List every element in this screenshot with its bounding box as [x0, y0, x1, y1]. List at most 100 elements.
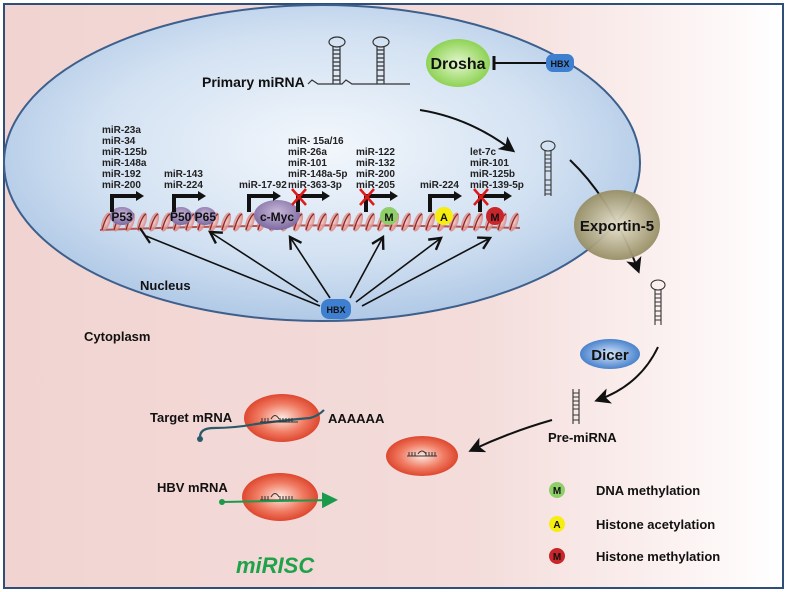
- promoter-group: P53miR-23amiR-34miR-125bmiR-148amiR-192m…: [102, 125, 524, 230]
- mirna-label: miR-101: [470, 158, 509, 169]
- legend-swatch: [549, 548, 565, 564]
- hbv-mrna-cap: [219, 499, 225, 505]
- dna-coil: [221, 213, 231, 231]
- mirna-duplex-icon: [572, 389, 580, 424]
- mirna-label: miR-224: [164, 180, 203, 191]
- blocked-x-icon: [359, 188, 375, 206]
- promoter-3: miR- 15a/16miR-26amiR-101miR-148a-5pmiR-…: [288, 136, 347, 212]
- factor-label: c-Myc: [260, 210, 294, 224]
- mirna-label: miR-139-5p: [470, 180, 524, 191]
- transcription-start-arrow: [110, 194, 138, 212]
- dna-coil: [473, 213, 483, 231]
- mirna-label: miR-143: [164, 169, 203, 180]
- hbx-nuclear-label: HBX: [326, 305, 345, 315]
- factor-label: M: [384, 212, 393, 224]
- dna-coil: [509, 213, 519, 231]
- mirna-label: miR-148a: [102, 158, 147, 169]
- dna-coil: [353, 213, 363, 231]
- factor-label: M: [490, 212, 499, 224]
- legend-swatch: [549, 516, 565, 532]
- mirisc-label: miRISC: [236, 553, 315, 578]
- dna-coil: [413, 213, 423, 231]
- hbx-regulation-arrows: [139, 227, 493, 307]
- cytoplasm-label: Cytoplasm: [84, 329, 150, 344]
- mirna-label: miR-34: [102, 136, 136, 147]
- dna-coil: [329, 213, 339, 231]
- c-myc-factor: [254, 200, 300, 230]
- promoter-0: P53miR-23amiR-34miR-125bmiR-148amiR-192m…: [102, 125, 147, 225]
- transcription-start-arrow: [172, 194, 200, 212]
- legend-symbol: M: [553, 486, 561, 497]
- processing-arrow: [419, 109, 516, 153]
- p53-factor: [110, 207, 134, 225]
- mirna-label: miR-125b: [470, 169, 515, 180]
- target-mrna-label: Target mRNA: [150, 410, 233, 425]
- dicer-arrow: [594, 346, 659, 404]
- target-risc-mirna-icon: [260, 415, 298, 423]
- dna-coil: [137, 213, 147, 231]
- dicer-label: Dicer: [591, 347, 629, 364]
- dna-coil: [149, 213, 159, 231]
- factor-label: P50 P65: [170, 210, 216, 224]
- transcription-start-arrow: [428, 194, 456, 212]
- hbx-to-p65-arrow: [207, 230, 319, 303]
- hbx-to-acetylation-arrow: [355, 236, 443, 303]
- primary-mirna-label: Primary miRNA: [202, 74, 305, 90]
- target-mrna-strand: [198, 409, 325, 438]
- dicer-enzyme: [580, 339, 640, 369]
- mirna-label: miR- 15a/16: [288, 136, 344, 147]
- histone-acetylation-mark: [435, 207, 453, 225]
- promoter-2: c-Myc miR-17-92: [239, 180, 300, 230]
- hbv-mrna-strand: [221, 492, 338, 509]
- mirna-label: miR-148a-5p: [288, 169, 347, 180]
- poly-a-tail-label: AAAAAA: [328, 411, 385, 426]
- dna-coil: [317, 213, 327, 231]
- legend-swatch: [549, 482, 565, 498]
- transcription-arrowhead: [454, 191, 462, 201]
- mirna-label: miR-132: [356, 158, 395, 169]
- p65-factor: [194, 207, 216, 225]
- mirna-label: miR-122: [356, 147, 395, 158]
- nuclear-pre-mirna-icon: [540, 140, 556, 196]
- hbv-mrna-label: HBV mRNA: [157, 480, 228, 495]
- risc-loading-arrow: [468, 419, 553, 453]
- dna-coil: [233, 213, 243, 231]
- p53-inhibition-bar: [139, 227, 151, 244]
- drosha-enzyme: [426, 39, 490, 87]
- drosha-label: Drosha: [430, 56, 485, 73]
- histone-methylation-mark: [486, 207, 504, 225]
- dna-coil: [401, 213, 411, 231]
- mirna-label: miR-101: [288, 158, 327, 169]
- hbx-to-dna-methylation-arrow: [349, 234, 385, 299]
- transcription-arrowhead: [504, 191, 512, 201]
- transcription-arrowhead: [322, 191, 330, 201]
- dna-coil: [245, 213, 255, 231]
- target-risc-complex: [244, 394, 320, 442]
- target-mrna-cap: [197, 436, 203, 442]
- transcription-arrowhead: [136, 191, 144, 201]
- mirna-label: miR-23a: [102, 125, 141, 136]
- dna-coil: [341, 213, 351, 231]
- pre-mirna-label: Pre-miRNA: [548, 430, 617, 445]
- blocked-x-icon: [291, 188, 307, 206]
- mirna-label: miR-17-92: [239, 180, 287, 191]
- transcription-arrowhead: [390, 191, 398, 201]
- hbx-drosha-label: HBX: [550, 59, 569, 69]
- dna-coil: [449, 213, 459, 231]
- hbx-nuclear-badge: [321, 299, 351, 319]
- mirna-label: miR-125b: [102, 147, 147, 158]
- hbx-to-histone-methylation-arrow: [361, 236, 493, 307]
- mirna-label: miR-26a: [288, 147, 327, 158]
- legend-label: Histone acetylation: [596, 517, 715, 532]
- factor-label: A: [440, 212, 448, 224]
- dna-coil: [425, 213, 435, 231]
- nucleus-label: Nucleus: [140, 278, 191, 293]
